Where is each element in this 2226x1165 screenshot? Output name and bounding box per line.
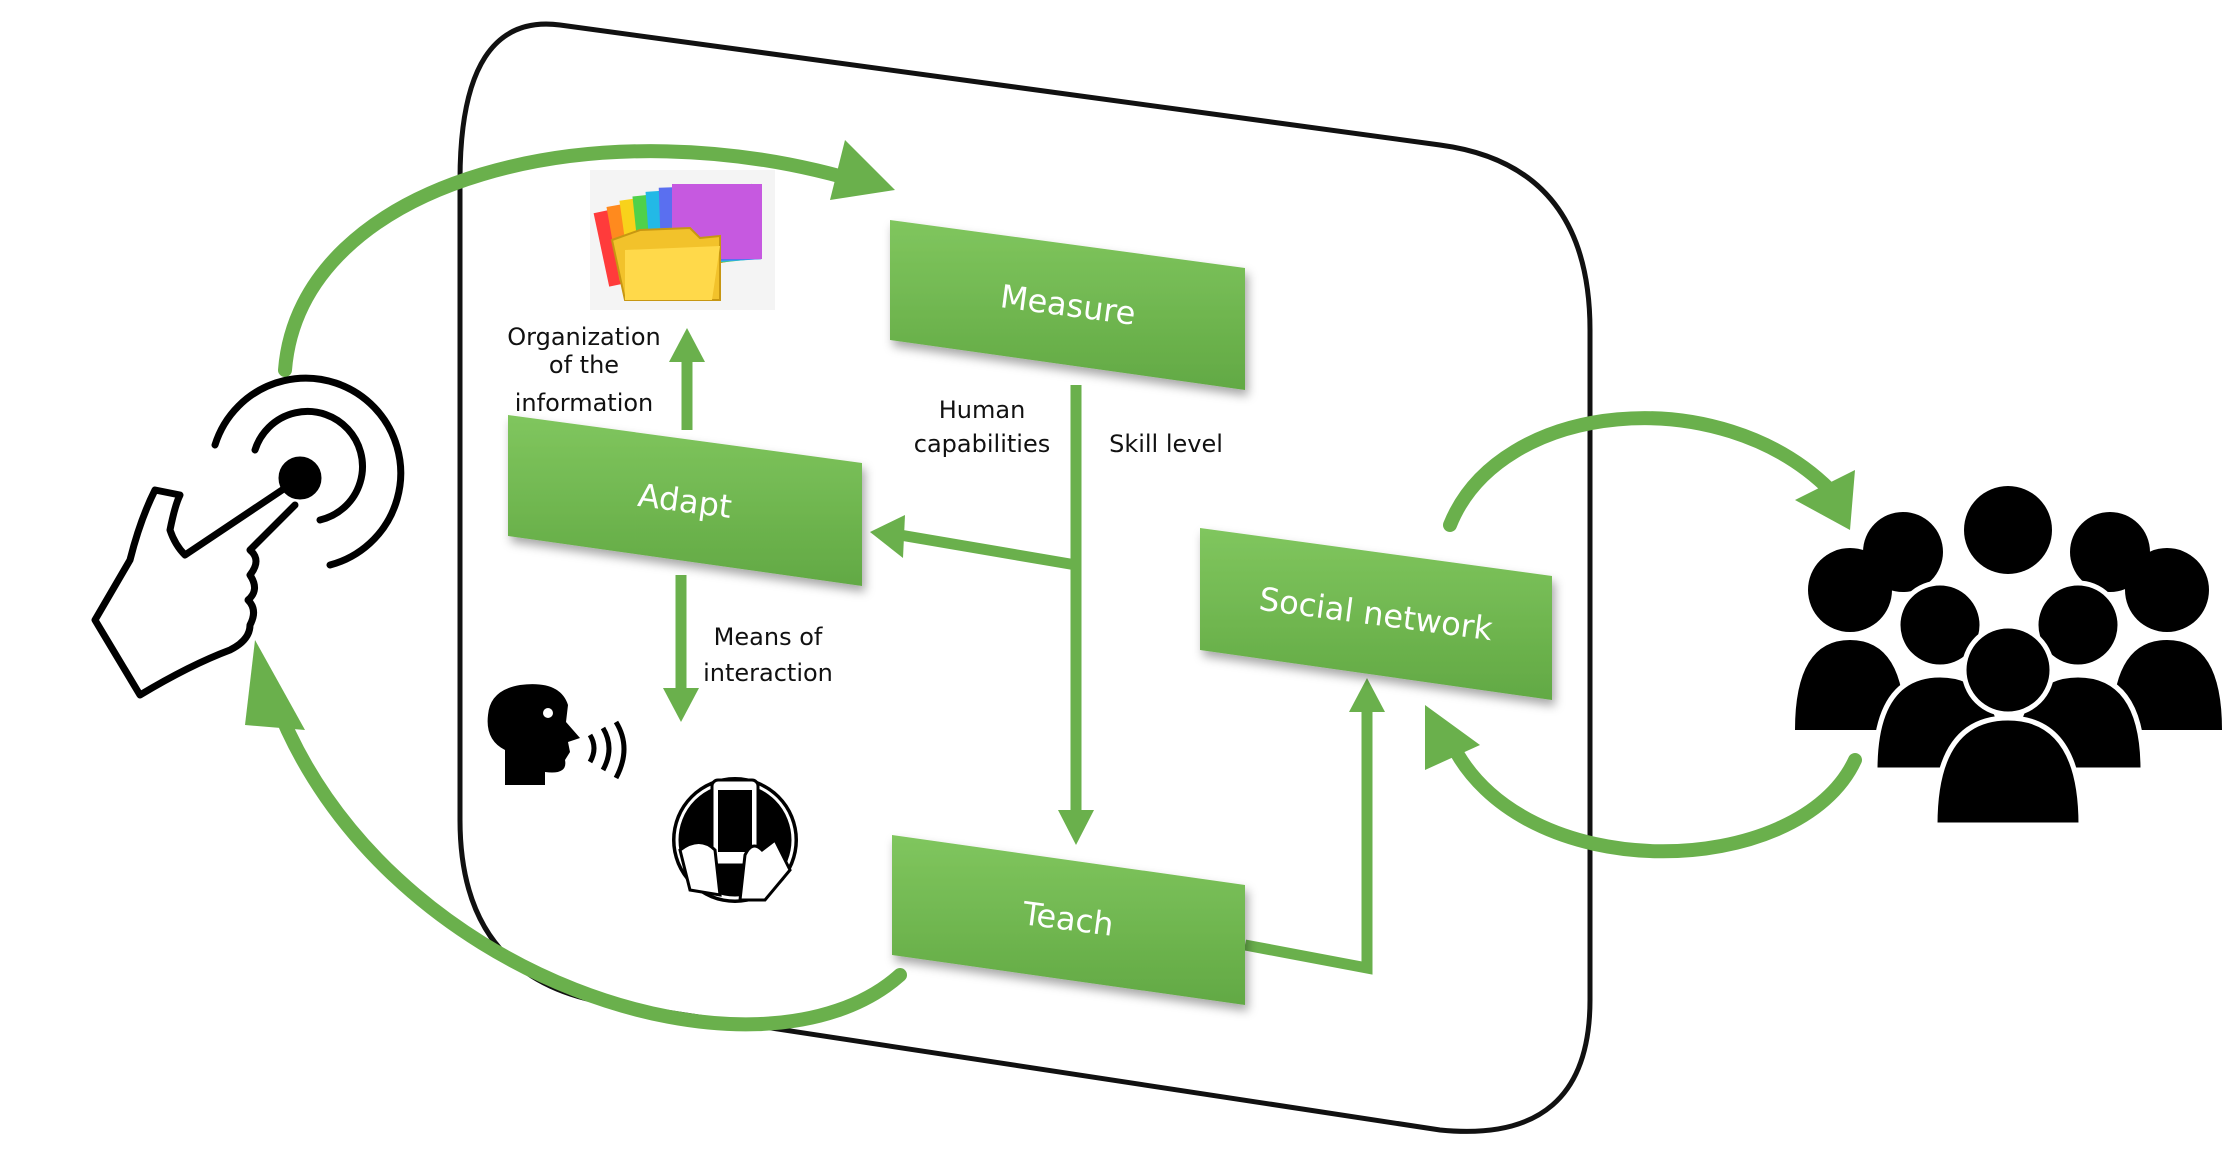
- arrow-measure-to-teach-head: [1058, 810, 1094, 845]
- node-adapt: Adapt: [508, 415, 862, 586]
- outer-frame: [457, 21, 1593, 1134]
- label-human-line2: capabilities: [914, 430, 1050, 458]
- arrow-teach-to-social-head: [1349, 678, 1385, 712]
- arrow-branch-to-adapt-head: [870, 515, 905, 558]
- curve-group-to-social: [1443, 733, 1862, 859]
- curve-social-to-group: [1443, 411, 1837, 532]
- touch-gesture-icon: [91, 374, 405, 699]
- node-social-network: Social network: [1200, 528, 1552, 700]
- arrow-teach-to-social: [1243, 710, 1373, 975]
- curve-group-to-social-head: [1425, 705, 1480, 770]
- label-means-of-interaction: Means of interaction: [703, 623, 833, 687]
- folder-stack-icon: [590, 170, 775, 310]
- node-measure: Measure: [890, 220, 1245, 390]
- curve-social-to-group-head: [1795, 470, 1855, 530]
- people-group-icon: [1795, 486, 2222, 828]
- label-human-line1: Human: [939, 396, 1026, 424]
- label-organization-line1: Organization: [507, 323, 660, 351]
- arrow-adapt-to-folders-head: [669, 328, 705, 362]
- curve-touch-to-measure: [278, 144, 877, 377]
- label-organization-line3: information: [515, 389, 654, 417]
- label-human-capabilities: Human capabilities: [914, 396, 1050, 458]
- label-means-line1: Means of: [714, 623, 823, 651]
- smartphone-hands-icon: [672, 777, 798, 903]
- arrow-branch-to-adapt: [899, 529, 1077, 571]
- label-organization-line2: of the: [549, 351, 619, 379]
- speaking-head-icon: [487, 684, 627, 785]
- curve-teach-to-touch: [268, 693, 907, 1032]
- node-teach: Teach: [892, 835, 1245, 1005]
- curve-teach-to-touch-head: [245, 640, 305, 730]
- curve-touch-to-measure-head: [830, 140, 895, 200]
- label-skill-level: Skill level: [1109, 430, 1223, 458]
- arrow-adapt-to-means-head: [663, 688, 699, 722]
- label-means-line2: interaction: [703, 659, 833, 687]
- label-organization: Organization of the information: [507, 323, 660, 417]
